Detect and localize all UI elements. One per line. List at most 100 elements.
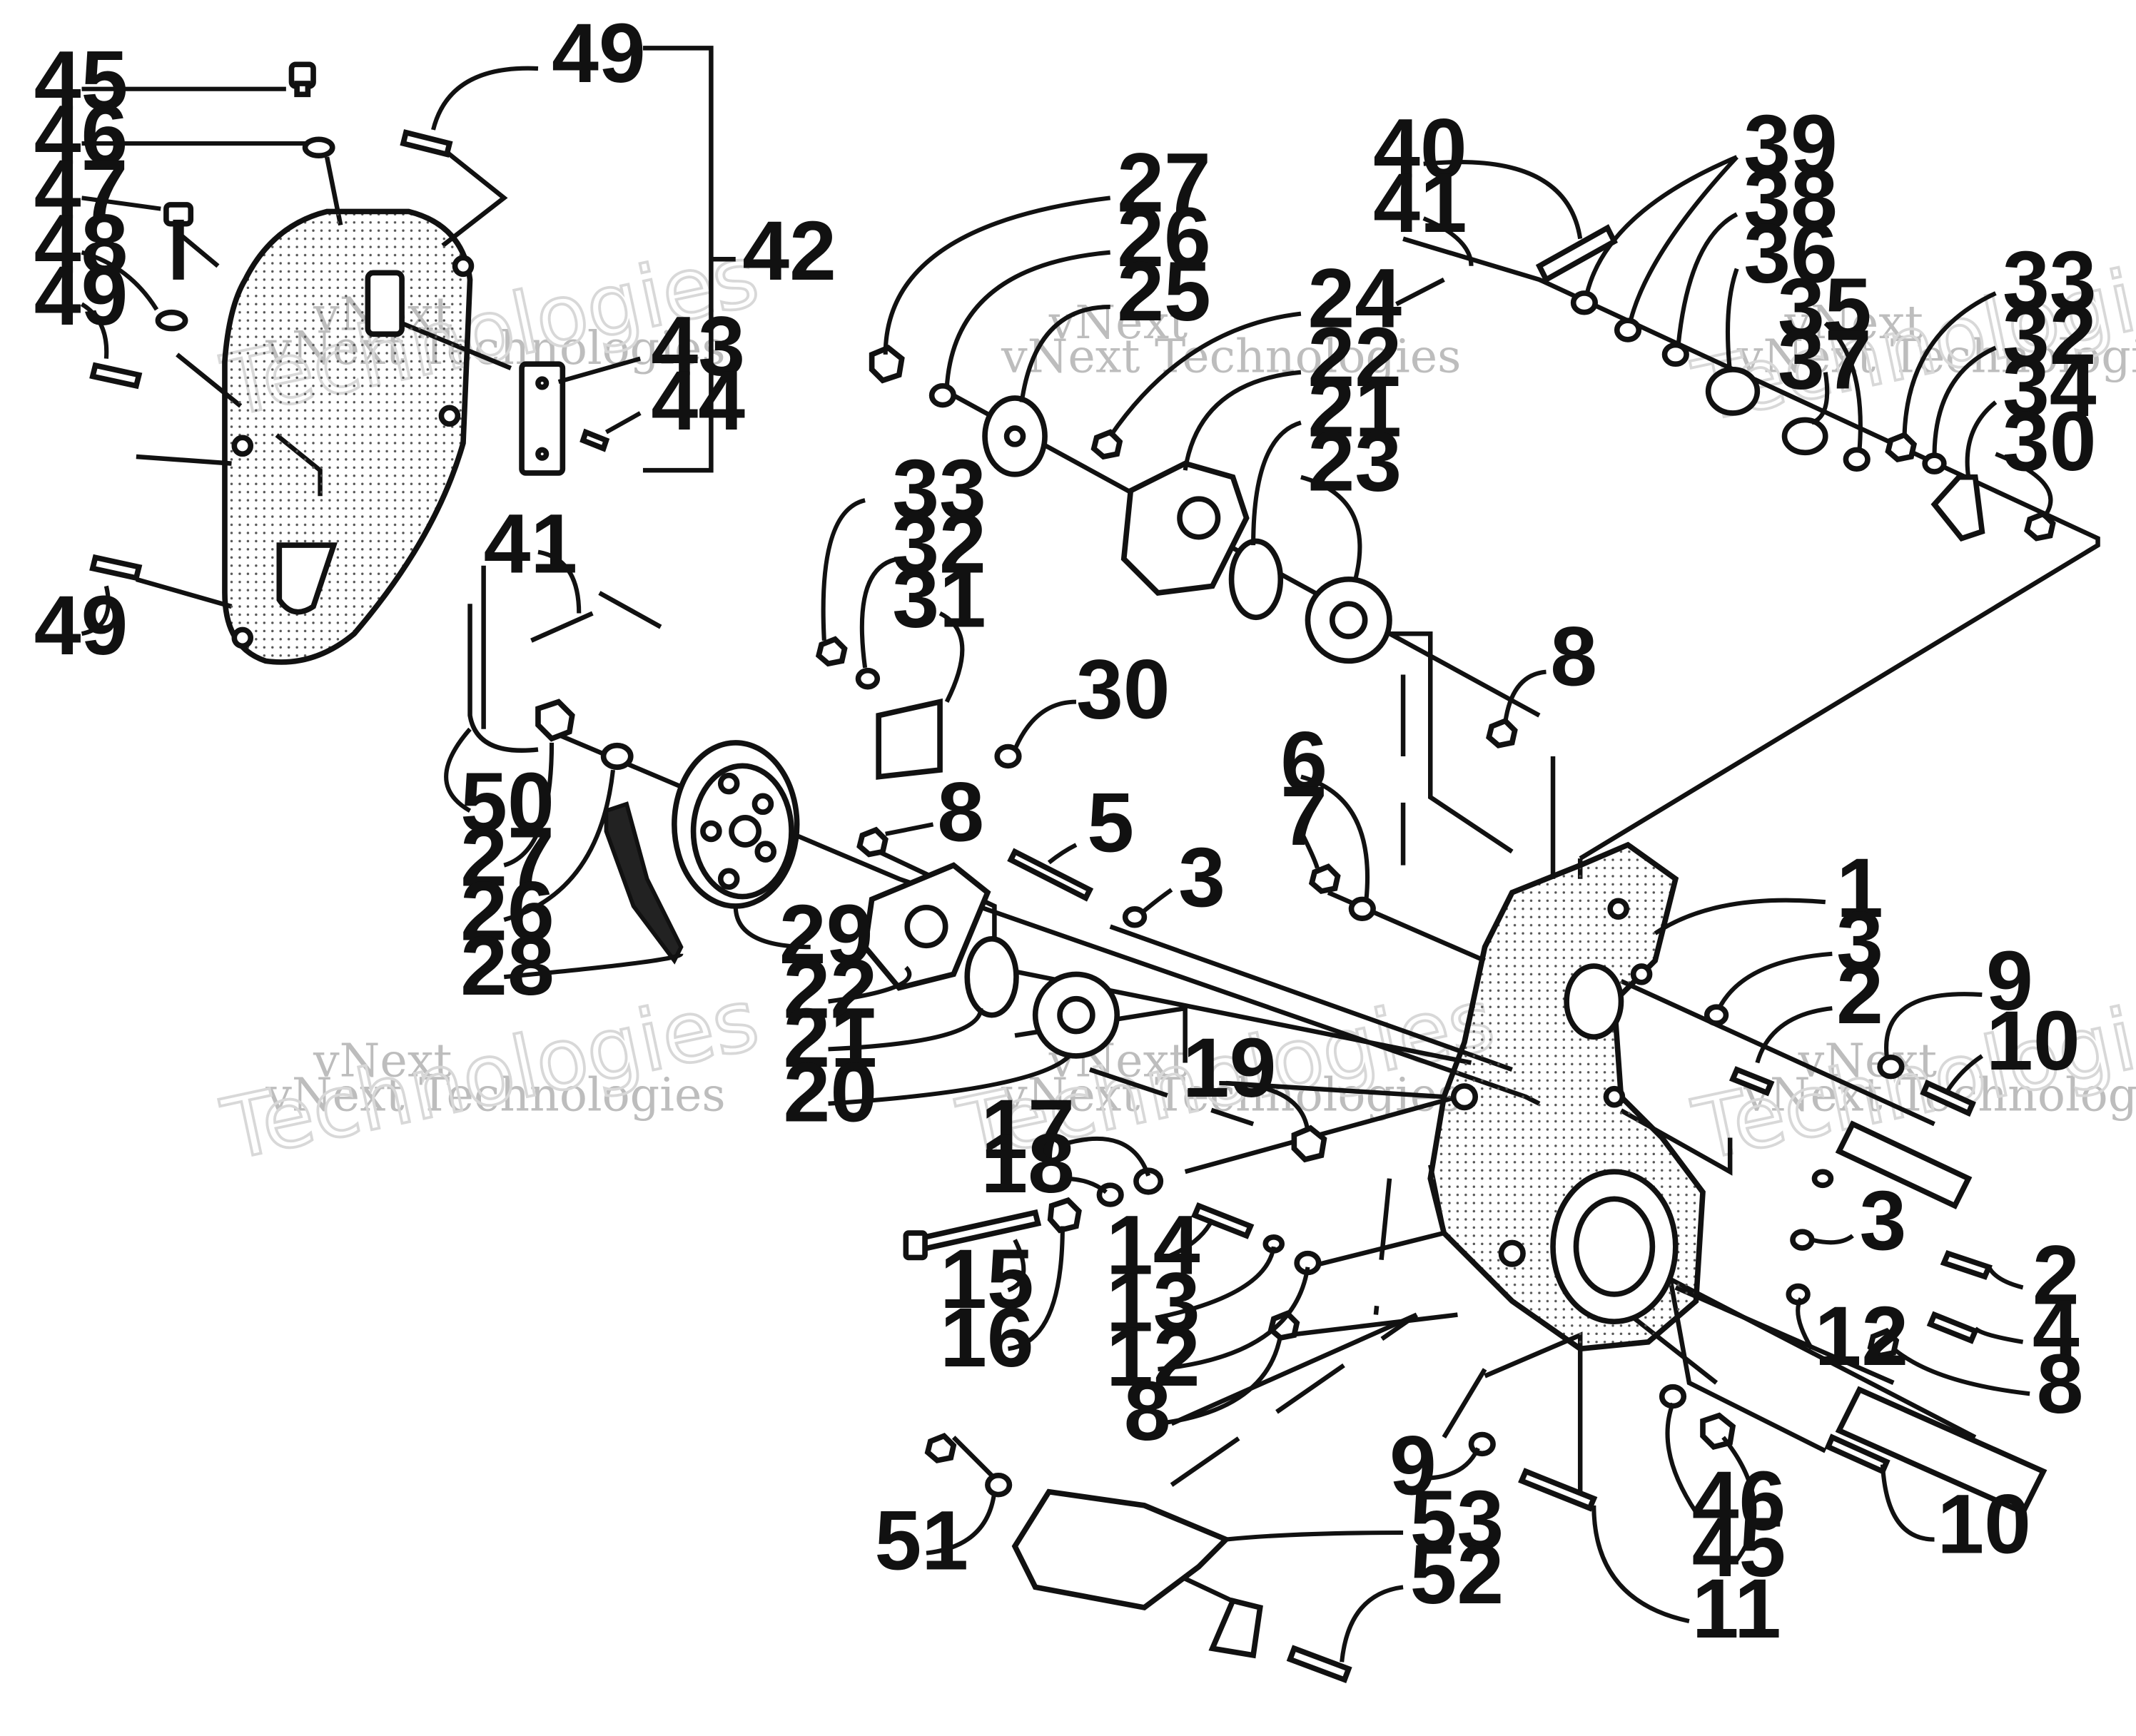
leader-lines: [80, 66, 2053, 1663]
callout-7: 7: [1280, 769, 1327, 863]
callout-30: 30: [2003, 395, 2097, 489]
washer-51: [985, 1473, 1013, 1498]
bolt-52: [1286, 1645, 1352, 1684]
washer-32-left: [855, 667, 881, 690]
callout-34: 34: [2003, 340, 2097, 435]
nut-8-left: [856, 826, 889, 858]
washer-26-upper: [928, 382, 956, 408]
callout-22: 22: [784, 942, 878, 1036]
bearing-flange-22-upper: [1120, 460, 1250, 596]
callout-2: 2: [2033, 1228, 2080, 1322]
callout-13: 13: [1106, 1255, 1200, 1349]
snap-ring-21-lower: [964, 935, 1019, 1018]
nut-16: [1047, 1197, 1082, 1234]
callout-17: 17: [981, 1082, 1075, 1177]
callout-25: 25: [1117, 245, 1211, 339]
callout-9: 9: [1390, 1419, 1437, 1513]
callout-36: 36: [1743, 207, 1838, 301]
dipstick-o-ring: [155, 309, 188, 332]
nut-19: [1291, 1125, 1327, 1163]
callout-40: 40: [1373, 102, 1467, 196]
callout-52: 52: [1410, 1528, 1504, 1622]
callout-35: 35: [1778, 261, 1872, 355]
callout-1: 1: [1836, 841, 1883, 935]
bearing-20: [1032, 971, 1120, 1059]
chain-28: [604, 801, 684, 965]
right-fasteners: [1308, 717, 1993, 1512]
callout-27: 27: [460, 810, 555, 904]
callout-44: 44: [651, 354, 745, 448]
callout-8: 8: [937, 765, 984, 859]
snap-ring-21-upper: [1228, 538, 1284, 621]
callout-29: 29: [779, 888, 874, 982]
callout-10: 10: [1937, 1478, 2031, 1572]
callout-14: 14: [1106, 1198, 1200, 1292]
callout-5: 5: [1087, 776, 1134, 870]
watermark-text: vNext: [313, 1035, 452, 1088]
callout-10: 10: [1986, 994, 2080, 1088]
callout-28: 28: [460, 919, 555, 1013]
washer-38: [1661, 342, 1689, 367]
bolt-15: [903, 1209, 1042, 1261]
nut-27-upper: [869, 344, 905, 384]
callout-27: 27: [1117, 136, 1211, 230]
callout-19: 19: [1183, 1021, 1277, 1115]
callout-30: 30: [1076, 643, 1170, 737]
watermark-text: vNext: [1048, 296, 1188, 350]
callout-labels: 45 46 47 48 49 49 49 42 43 44 41 50 27 2…: [34, 6, 2097, 1656]
callout-49: 49: [552, 6, 646, 101]
callout-20: 20: [784, 1046, 878, 1140]
watermark-text: vNext Technologies: [265, 1068, 725, 1122]
chaincase-housing: [1427, 841, 1706, 1352]
callout-41: 41: [484, 497, 578, 591]
tensioner-arm-34: [1930, 474, 1985, 542]
callout-51: 51: [874, 1494, 968, 1588]
callout-43: 43: [651, 300, 745, 394]
callout-11: 11: [1692, 1562, 1781, 1656]
callout-45: 45: [34, 34, 128, 128]
callout-3: 3: [1860, 1174, 1907, 1268]
cotter-pin-41-right: [1395, 278, 1445, 307]
callout-3: 3: [1178, 831, 1225, 925]
shaft-upper-right: [1835, 1120, 1973, 1209]
callout-22: 22: [1307, 310, 1402, 405]
nut-8-lower-left: [924, 1432, 957, 1463]
callout-21: 21: [1307, 360, 1402, 455]
callout-50: 50: [460, 756, 555, 850]
washer-26-lower: [600, 742, 634, 771]
nut-30-right: [2024, 510, 2056, 542]
callout-8: 8: [2037, 1337, 2084, 1431]
washer-32-right: [1922, 452, 1947, 474]
callout-24: 24: [1307, 252, 1402, 346]
bolt-14: [1190, 1202, 1255, 1239]
callout-37: 37: [1778, 313, 1872, 407]
washers-39: [1570, 290, 1642, 342]
callout-12: 12: [1106, 1310, 1200, 1404]
callout-3: 3: [1836, 895, 1883, 989]
nut-33-right: [1885, 432, 1918, 462]
callout-8: 8: [1550, 610, 1597, 704]
callout-18: 18: [981, 1117, 1075, 1211]
callout-41: 41: [1373, 156, 1467, 250]
o-ring-upper: [302, 136, 335, 159]
watermark-top-center: vNext vNext Technologies: [1001, 296, 1461, 384]
callout-46: 46: [34, 88, 128, 183]
washer-3-left: [1122, 905, 1148, 928]
nut-33-left: [815, 636, 848, 667]
callout-32: 32: [892, 497, 986, 591]
clip-52: [1208, 1597, 1263, 1659]
callout-8: 8: [1124, 1364, 1171, 1458]
chain-tensioner-plate: [519, 361, 566, 476]
callout-23: 23: [1307, 415, 1402, 509]
callout-45: 45: [1692, 1501, 1786, 1595]
guard-53: [1011, 1488, 1231, 1611]
dipstick: [163, 202, 194, 280]
sprocket-29: [672, 740, 800, 909]
roller-36: [1705, 367, 1761, 416]
tension-spring-50: [467, 604, 539, 753]
callout-6: 6: [1280, 715, 1327, 809]
watermark-text: vNext Technologies: [1001, 330, 1461, 384]
nut-24: [1090, 429, 1123, 460]
nut-27-lower: [535, 699, 575, 742]
